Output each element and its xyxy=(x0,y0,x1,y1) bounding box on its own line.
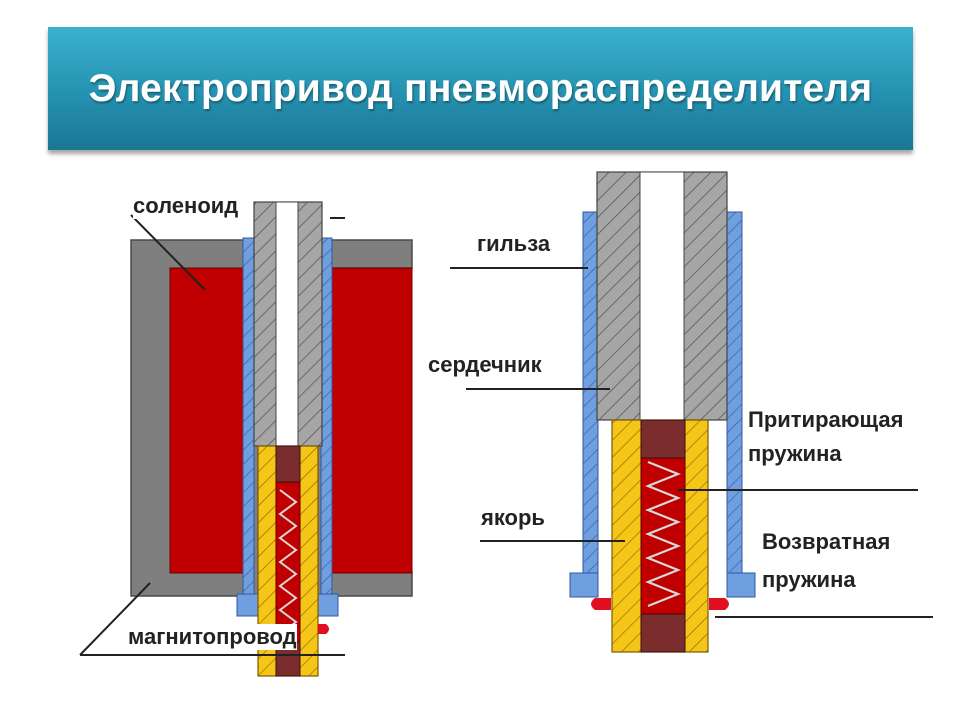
core-bore xyxy=(275,201,299,447)
seal-right xyxy=(318,624,329,634)
solenoid-leader xyxy=(130,214,206,291)
coil-left xyxy=(169,267,251,574)
return-spring-label: Возвратная пружина xyxy=(762,523,890,599)
sleeve-flange-left xyxy=(569,572,599,598)
armature-label: якорь xyxy=(481,505,545,530)
core-bore xyxy=(639,171,685,421)
armature-top-plug xyxy=(275,445,301,483)
seal-right xyxy=(709,598,729,610)
lapping-spring-label-line2: пружина xyxy=(748,441,842,466)
lapping-spring-label: Притирающая пружина xyxy=(748,403,903,471)
armature-bottom-plug xyxy=(640,613,686,653)
lapping-spring-label-line1: Притирающая xyxy=(748,407,904,432)
sleeve-right-wall xyxy=(726,211,743,598)
return-spring-label-line2: пружина xyxy=(762,567,856,592)
sleeve-left-wall xyxy=(582,211,599,598)
right-assembly xyxy=(450,171,933,653)
armature-top-plug xyxy=(640,419,686,459)
title-bar: Электропривод пневмораспределителя xyxy=(48,27,913,150)
spring-icon xyxy=(278,489,298,635)
magnetic-circuit-leader xyxy=(79,582,151,656)
magnetic-circuit-label: магнитопровод xyxy=(128,624,297,650)
sleeve-left-wall xyxy=(242,237,255,616)
return-spring-label-line1: Возвратная xyxy=(762,529,891,554)
solenoid-label: соленоид xyxy=(133,193,241,219)
sleeve-right-wall xyxy=(320,237,333,616)
spring-icon xyxy=(645,460,681,608)
page-title: Электропривод пневмораспределителя xyxy=(88,66,873,110)
left-assembly xyxy=(79,201,413,677)
sleeve-label: гильза xyxy=(477,231,551,256)
seal-left xyxy=(591,598,611,610)
sleeve-flange-right xyxy=(726,572,756,598)
coil-right xyxy=(324,267,413,574)
core-label: сердечник xyxy=(428,352,542,377)
